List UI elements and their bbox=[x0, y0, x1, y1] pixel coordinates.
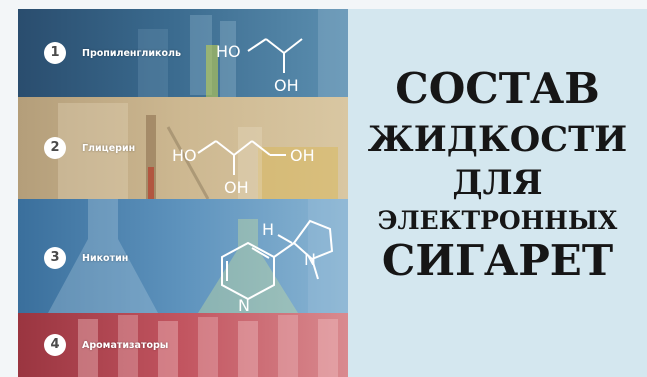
lab-glassware-decoration bbox=[48, 199, 348, 313]
formula-label: HO bbox=[172, 146, 197, 165]
formula-label: HO bbox=[216, 42, 241, 61]
component-label: Ароматизаторы bbox=[82, 340, 169, 351]
step-number-badge: 3 bbox=[44, 247, 66, 269]
glycerin-structure: HO OH OH bbox=[172, 140, 315, 197]
title-line: ЭЛЕКТРОННЫХ bbox=[377, 206, 618, 235]
infographic: 1 Пропиленгликоль HO OH 2 Глицер bbox=[18, 9, 647, 377]
formula-label: N bbox=[304, 250, 316, 269]
formula-label: OH bbox=[224, 178, 249, 197]
component-label: Пропиленгликоль bbox=[82, 48, 181, 59]
title-line: СИГАРЕТ bbox=[381, 236, 614, 285]
nicotine-structure: H N N bbox=[221, 219, 334, 313]
formula-label: N bbox=[238, 296, 250, 313]
step-number-badge: 1 bbox=[44, 42, 66, 64]
component-label: Никотин bbox=[82, 253, 129, 264]
step-number-badge: 4 bbox=[44, 334, 66, 356]
band-flavorings: 4 Ароматизаторы bbox=[18, 313, 348, 377]
band-glycerin: 2 Глицерин HO OH OH bbox=[18, 97, 348, 199]
title-line: ДЛЯ bbox=[452, 163, 543, 203]
component-label: Глицерин bbox=[82, 143, 136, 154]
title-line: ЖИДКОСТИ bbox=[367, 119, 628, 160]
step-number-badge: 2 bbox=[44, 137, 66, 159]
title-panel: СОСТАВ ЖИДКОСТИ ДЛЯ ЭЛЕКТРОННЫХ СИГАРЕТ bbox=[348, 9, 647, 377]
band-nicotine: 3 Никотин H N N bbox=[18, 199, 348, 313]
formula-label: OH bbox=[290, 146, 315, 165]
lab-glassware-decoration bbox=[58, 103, 338, 199]
test-tubes-decoration bbox=[78, 315, 338, 377]
title-line: СОСТАВ bbox=[395, 64, 600, 113]
formula-label: H bbox=[262, 220, 274, 239]
lab-glassware-decoration bbox=[138, 9, 348, 97]
formula-label: OH bbox=[274, 76, 299, 95]
components-panel: 1 Пропиленгликоль HO OH 2 Глицер bbox=[18, 9, 348, 377]
band-propylene-glycol: 1 Пропиленгликоль HO OH bbox=[18, 9, 348, 97]
propylene-glycol-structure: HO OH bbox=[216, 38, 303, 95]
